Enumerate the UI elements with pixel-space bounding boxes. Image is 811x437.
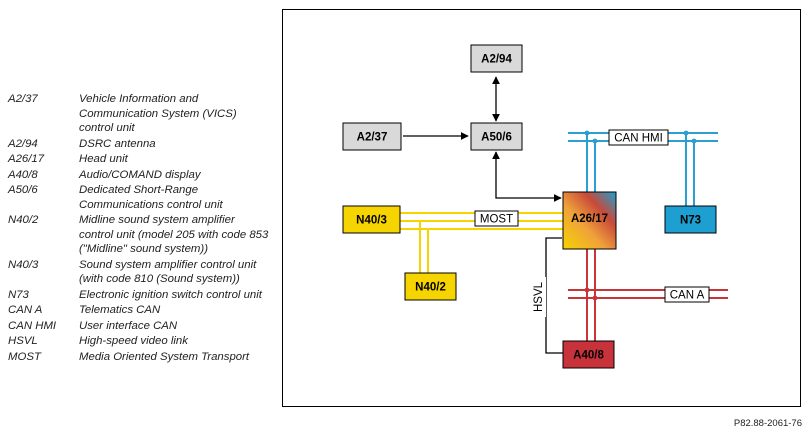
legend-row: CAN A Telematics CAN [8,303,270,318]
legend-code: N40/3 [8,258,39,271]
legend-description: Midline sound system amplifier control u… [79,214,269,255]
legend-description: User interface CAN [79,319,178,332]
legend-row: A40/8 Audio/COMAND display [8,168,270,183]
legend-code: A50/6 [8,184,38,196]
svg-text:A40/8: A40/8 [573,350,604,362]
signal-arrows [403,76,562,202]
legend-description: Telematics CAN [79,304,161,316]
legend-row: CAN HMI User interface CAN [8,319,270,334]
legend-row: N40/2 Midline sound system amplifier cont… [8,213,270,257]
legend-description: Sound system amplifier control unit (wit… [79,258,257,286]
svg-text:N40/3: N40/3 [356,215,387,227]
svg-text:CAN HMI: CAN HMI [614,133,663,145]
legend-description: High-speed video link [79,335,188,347]
label-can-hmi: CAN HMI [608,129,669,146]
box-a40-8: A40/8 [562,340,615,369]
can-a-junctions [584,287,598,301]
legend-code: HSVL [8,335,38,347]
svg-text:N73: N73 [680,215,701,227]
box-a2-37: A2/37 [342,122,402,151]
legend-row: A26/17 Head unit [8,152,270,167]
box-a50-6: A50/6 [470,122,523,151]
hsvl-link [545,237,563,354]
legend-row: HSVL High-speed video link [8,334,270,349]
svg-text:A2/94: A2/94 [481,54,512,66]
box-a2-94: A2/94 [470,44,523,73]
legend-row: A2/37 Vehicle Information and Communicati… [8,92,270,136]
box-n73: N73 [664,205,717,234]
label-most: MOST [474,210,519,227]
legend-code: A2/94 [8,137,38,150]
svg-text:HSVL: HSVL [533,281,545,312]
legend-description: Dedicated Short-Range Communications con… [79,184,223,211]
legend-description: Audio/COMAND display [79,168,201,181]
legend-code: A26/17 [8,153,45,165]
svg-text:CAN A: CAN A [670,290,705,302]
legend-description: Head unit [79,153,128,165]
legend-code: CAN HMI [8,319,57,332]
legend-row: N73 Electronic ignition switch control un… [8,288,270,303]
legend-code: N40/2 [8,214,39,226]
box-n40-2: N40/2 [404,272,457,301]
svg-text:MOST: MOST [480,214,513,226]
svg-text:A26/17: A26/17 [571,213,608,225]
legend-code: MOST [8,350,41,363]
diagram-frame [282,9,801,407]
legend-code: A40/8 [8,168,38,181]
box-n40-3: N40/3 [342,205,401,234]
label-hsvl: HSVL [530,277,546,317]
legend: A2/37 Vehicle Information and Communicati… [8,92,270,365]
box-a26-17: A26/17 [562,191,617,250]
can-hmi-junctions [584,130,697,144]
legend-code: CAN A [8,304,43,316]
svg-text:N40/2: N40/2 [415,282,446,294]
legend-description: Electronic ignition switch control unit [79,288,262,301]
legend-row: N40/3 Sound system amplifier control unit… [8,258,270,287]
legend-row: MOST Media Oriented System Transport [8,350,270,365]
legend-row: A2/94 DSRC antenna [8,137,270,152]
figure-reference: P82.88-2061-76 [733,418,802,429]
legend-description: Vehicle Information and Communication Sy… [79,93,237,134]
label-can-a: CAN A [664,286,710,303]
svg-text:A50/6: A50/6 [481,132,512,144]
legend-code: A2/37 [8,93,38,105]
legend-code: N73 [8,288,29,301]
legend-row: A50/6 Dedicated Short-Range Communication… [8,183,270,212]
legend-description: Media Oriented System Transport [79,350,250,363]
legend-description: DSRC antenna [79,137,156,150]
svg-text:A2/37: A2/37 [357,132,388,144]
